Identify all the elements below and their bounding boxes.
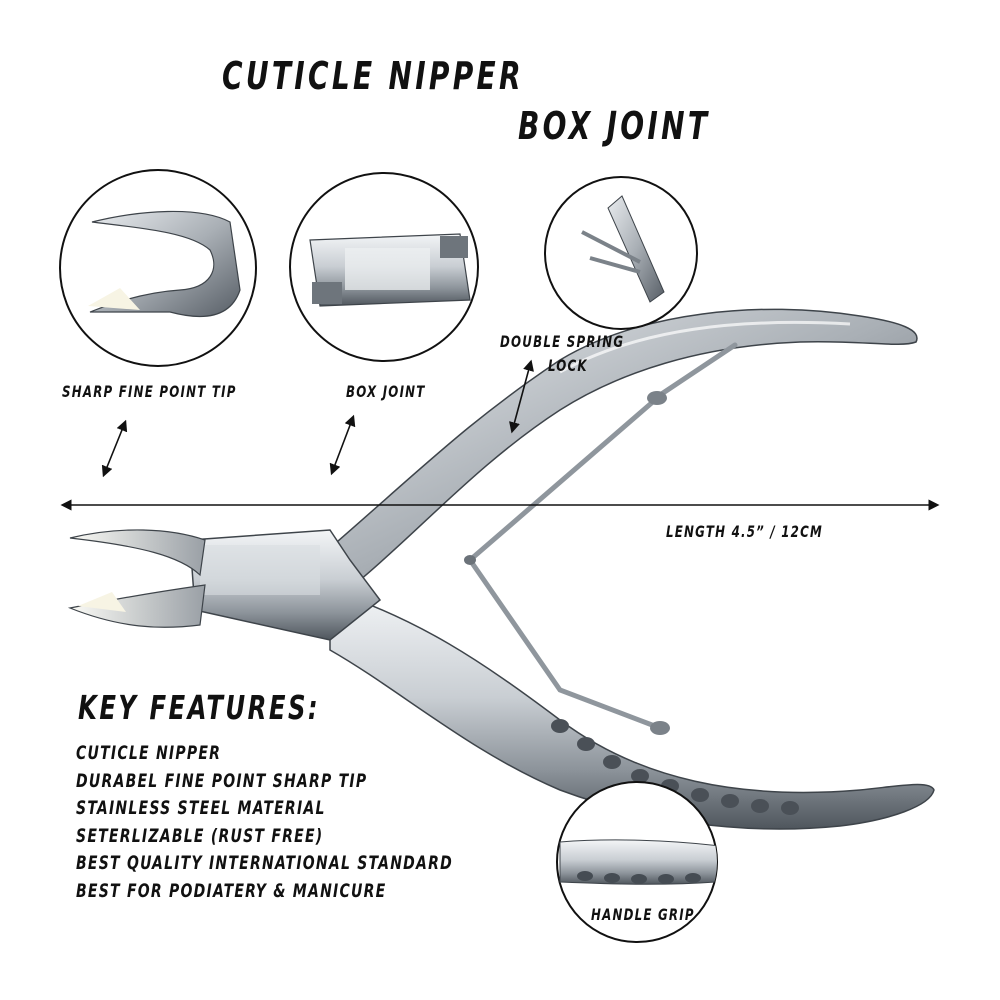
- spring-lower: [467, 557, 663, 731]
- handle-grip-callout-label: HANDLE GRIP: [591, 905, 695, 924]
- title-line-2: BOX JOINT: [518, 104, 711, 148]
- title-line-1: CUTICLE NIPPER: [222, 54, 524, 98]
- spring-lock-callout-line-1: DOUBLE SPRING: [500, 332, 625, 351]
- tip-detail-circle: [59, 169, 257, 367]
- key-feature-item: BEST QUALITY INTERNATIONAL STANDARD: [76, 852, 454, 874]
- spring-upper: [467, 342, 738, 563]
- nipper-illustration: [67, 308, 935, 830]
- box-joint-detail-circle: [289, 172, 479, 362]
- handle-grip-detail-circle: [556, 781, 718, 943]
- spring-lock-detail-circle: [544, 176, 698, 330]
- spring-lock-arrow: [509, 359, 534, 434]
- key-feature-item: STAINLESS STEEL MATERIAL: [76, 797, 326, 819]
- box-joint-callout-label: BOX JOINT: [346, 382, 426, 401]
- spring-lock-callout-line-2: LOCK: [548, 356, 588, 375]
- tip-arrow: [101, 419, 128, 478]
- lower-handle: [329, 588, 935, 830]
- tip-callout-label: SHARP FINE POINT TIP: [62, 382, 237, 401]
- handle-grip-dots: [551, 719, 799, 815]
- key-features-list: CUTICLE NIPPER DURABEL FINE POINT SHARP …: [76, 740, 536, 905]
- key-features-heading: KEY FEATURES:: [78, 688, 321, 727]
- length-label: LENGTH 4.5” / 12CM: [666, 522, 823, 541]
- key-feature-item: DURABEL FINE POINT SHARP TIP: [76, 769, 368, 792]
- lower-jaw: [67, 584, 206, 628]
- key-feature-item: SETERLIZABLE (RUST FREE): [76, 824, 324, 847]
- box-joint-arrow: [329, 414, 356, 476]
- upper-jaw: [69, 529, 206, 577]
- key-feature-item: CUTICLE NIPPER: [76, 742, 222, 764]
- key-feature-item: BEST FOR PODIATERY & MANICURE: [76, 879, 387, 902]
